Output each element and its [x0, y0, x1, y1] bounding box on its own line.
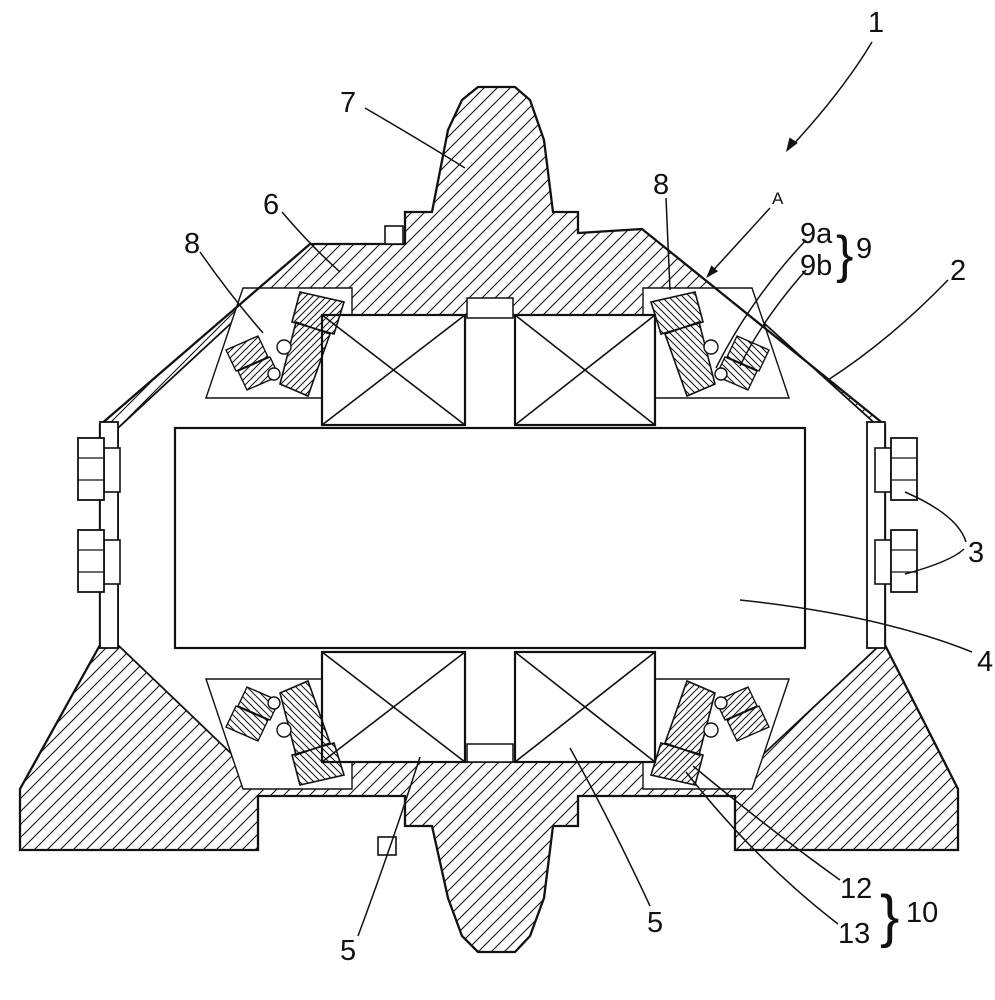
leader-5-left — [357, 756, 421, 937]
bolt-right-lower — [874, 529, 918, 593]
label-3: 3 — [968, 537, 984, 569]
coil-box-bottom-left — [320, 650, 467, 764]
label-13: 13 — [838, 918, 870, 950]
label-7: 7 — [340, 87, 356, 119]
label-8-left: 8 — [184, 228, 200, 260]
label-a: A — [772, 189, 784, 208]
leader-1 — [789, 41, 873, 149]
label-2: 2 — [950, 255, 966, 287]
label-9: 9 — [856, 233, 872, 265]
stator-tooth-bottom — [466, 743, 514, 763]
leader-12 — [692, 765, 841, 881]
leader-lines — [199, 41, 973, 937]
leader-6 — [281, 211, 341, 273]
stator-tooth-top — [466, 297, 514, 319]
brace-10: } — [880, 884, 899, 949]
label-10: 10 — [906, 897, 938, 929]
label-4: 4 — [977, 646, 993, 678]
label-1: 1 — [868, 7, 884, 39]
coil-box-top-right — [513, 313, 657, 427]
brace-9: } — [836, 226, 853, 284]
shaft-block — [173, 426, 807, 650]
leader-a — [707, 207, 771, 277]
label-12: 12 — [840, 873, 872, 905]
label-5-left: 5 — [340, 935, 356, 967]
leader-3-upper — [904, 491, 967, 543]
leader-13 — [685, 771, 839, 925]
leader-9a — [715, 239, 807, 369]
bolt-right-upper — [874, 437, 918, 501]
label-9a: 9a — [800, 218, 833, 250]
arrowhead-a — [706, 265, 718, 278]
leader-4 — [739, 599, 973, 653]
label-9b: 9b — [800, 250, 832, 282]
key-notch-bottom — [377, 836, 397, 856]
leader-3-lower — [904, 548, 965, 575]
coil-box-bottom-right — [513, 650, 657, 764]
coil-box-top-left — [320, 313, 467, 427]
label-5-right: 5 — [647, 907, 663, 939]
leader-2 — [827, 279, 949, 381]
arrowhead-1 — [786, 137, 798, 152]
label-6: 6 — [263, 189, 279, 221]
bolt-left-upper — [77, 437, 121, 501]
label-8-right: 8 — [653, 169, 669, 201]
housing-outline — [18, 85, 960, 954]
leader-7 — [364, 107, 466, 169]
leader-9b — [739, 269, 807, 367]
leader-5-right — [569, 747, 651, 907]
leader-8-right — [665, 197, 671, 291]
key-notch-top — [384, 225, 404, 245]
leader-8-left — [199, 251, 264, 334]
bolt-left-lower — [77, 529, 121, 593]
